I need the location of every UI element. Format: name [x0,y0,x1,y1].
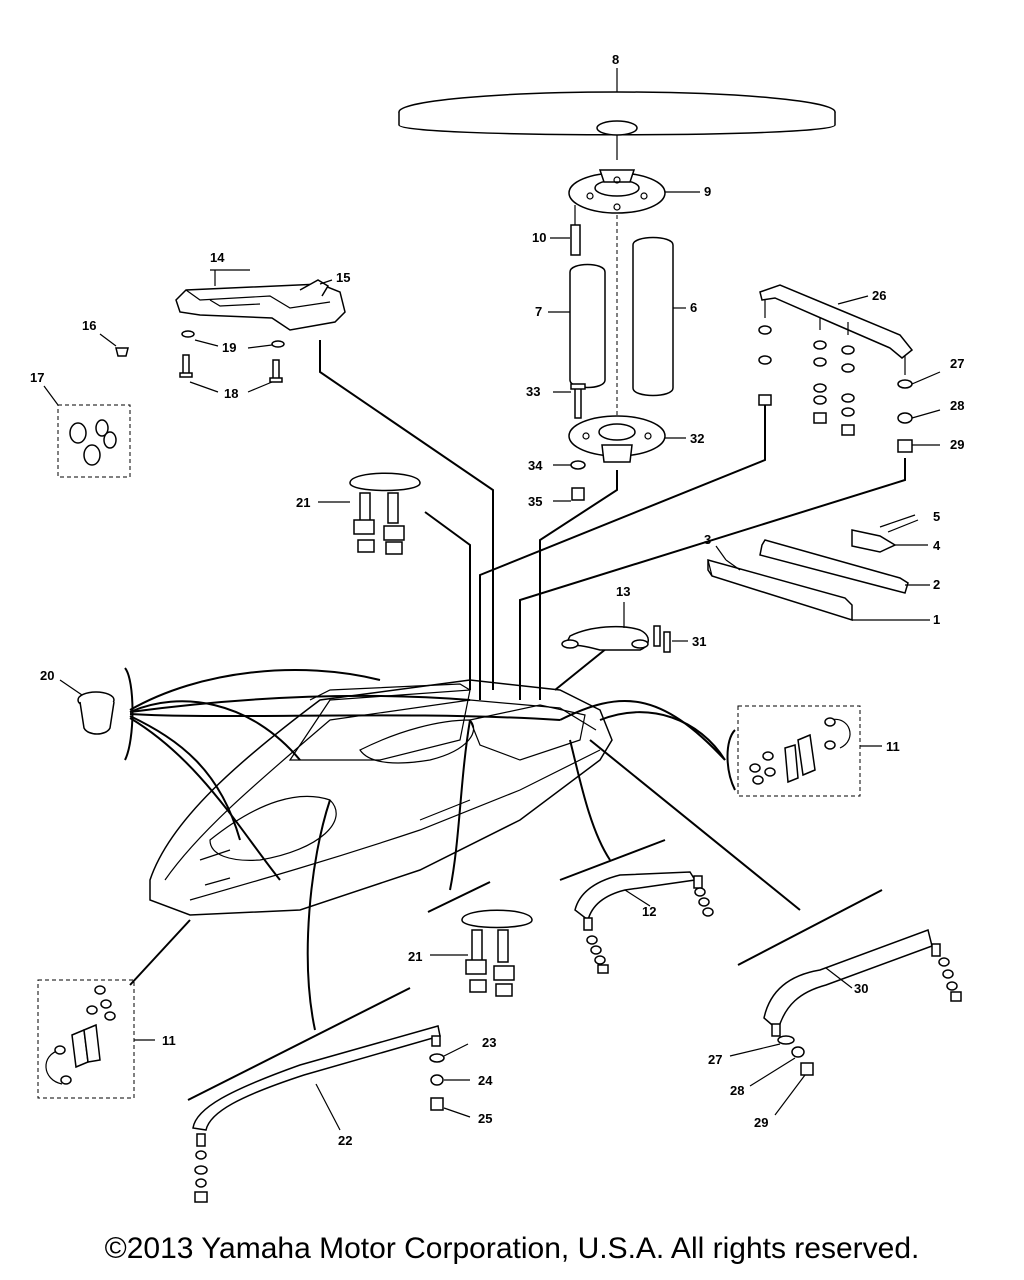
callout-4: 4 [933,538,941,553]
callout-33: 33 [526,384,540,399]
callout-9: 9 [704,184,711,199]
callout-26: 26 [872,288,886,303]
callout-35: 35 [528,494,542,509]
callout-21-lower: 21 [408,949,422,964]
part-21-cleat-lower [430,909,533,997]
callout-21-upper: 21 [296,495,310,510]
part-13-handle [561,602,649,651]
part-34-washer [553,460,586,470]
callout-28-lower: 28 [730,1083,744,1098]
part-8-top [398,68,836,160]
callout-11-right: 11 [886,739,900,754]
callout-11-left: 11 [162,1033,176,1048]
part-20-cup-holder [59,667,134,761]
part-17-kit [43,385,131,478]
part-22-rail [187,987,441,1203]
callout-27-lower: 27 [708,1052,722,1067]
callout-25: 25 [478,1111,492,1126]
callout-18: 18 [224,386,238,401]
callout-29-lower: 29 [754,1115,768,1130]
callout-17: 17 [30,370,44,385]
callout-10: 10 [532,230,546,245]
callout-3: 3 [704,532,711,547]
part-5-screws [879,514,919,533]
callout-7: 7 [535,304,542,319]
leader-lines [129,340,906,1031]
boat-hull [149,679,613,916]
callout-29-upper: 29 [950,437,964,452]
callout-6: 6 [690,300,697,315]
part-19-washer [181,330,285,349]
leader-21-lower [427,881,491,913]
callout-8: 8 [612,52,619,67]
callout-30: 30 [854,981,868,996]
hardware-stack-22 [429,1035,471,1118]
callout-15: 15 [336,270,350,285]
part-10-pin [550,205,581,256]
copyright-footer: ©2013 Yamaha Motor Corporation, U.S.A. A… [104,1232,920,1265]
callout-22: 22 [338,1133,352,1148]
callout-34: 34 [528,458,543,473]
part-31-screws [653,625,688,653]
part-11-kit-right [726,705,882,797]
part-35-nut [553,487,585,502]
callout-20: 20 [40,668,54,683]
callout-27-upper: 27 [950,356,964,371]
part-33-screw [553,383,586,419]
part-4-clamp [851,529,928,553]
callout-labels: 1 2 3 4 5 6 7 8 9 10 11 11 12 13 14 15 1… [30,52,964,1148]
part-12-rail [559,839,714,974]
callout-16: 16 [82,318,96,333]
callout-23: 23 [482,1035,496,1050]
part-6-cylinder [632,236,686,397]
callout-24: 24 [478,1073,493,1088]
part-7-cylinder [548,263,606,389]
part-9-mount-top [568,169,700,214]
parts-diagram: 1 2 3 4 5 6 7 8 9 10 11 11 12 13 14 15 1… [30,52,964,1203]
part-16-clip [99,333,129,357]
part-14-bracket [175,269,346,331]
part-30-rail [729,889,962,1116]
part-11-kit-left [37,979,155,1099]
callout-1: 1 [933,612,940,627]
callout-32: 32 [690,431,704,446]
callout-2: 2 [933,577,940,592]
callout-19: 19 [222,340,236,355]
part-21-cleat-upper [318,472,421,555]
part-1-rail [707,559,930,622]
callout-12: 12 [642,904,656,919]
callout-14: 14 [210,250,225,265]
hardware-stack-26 [758,325,941,453]
callout-13: 13 [616,584,630,599]
part-2-rail [759,539,930,594]
part-32-mount-base [568,415,686,463]
callout-31: 31 [692,634,706,649]
part-3-screw [715,545,741,571]
part-18-screw [179,354,283,393]
callout-28-upper: 28 [950,398,964,413]
part-26-handrail [759,284,914,375]
callout-5: 5 [933,509,940,524]
